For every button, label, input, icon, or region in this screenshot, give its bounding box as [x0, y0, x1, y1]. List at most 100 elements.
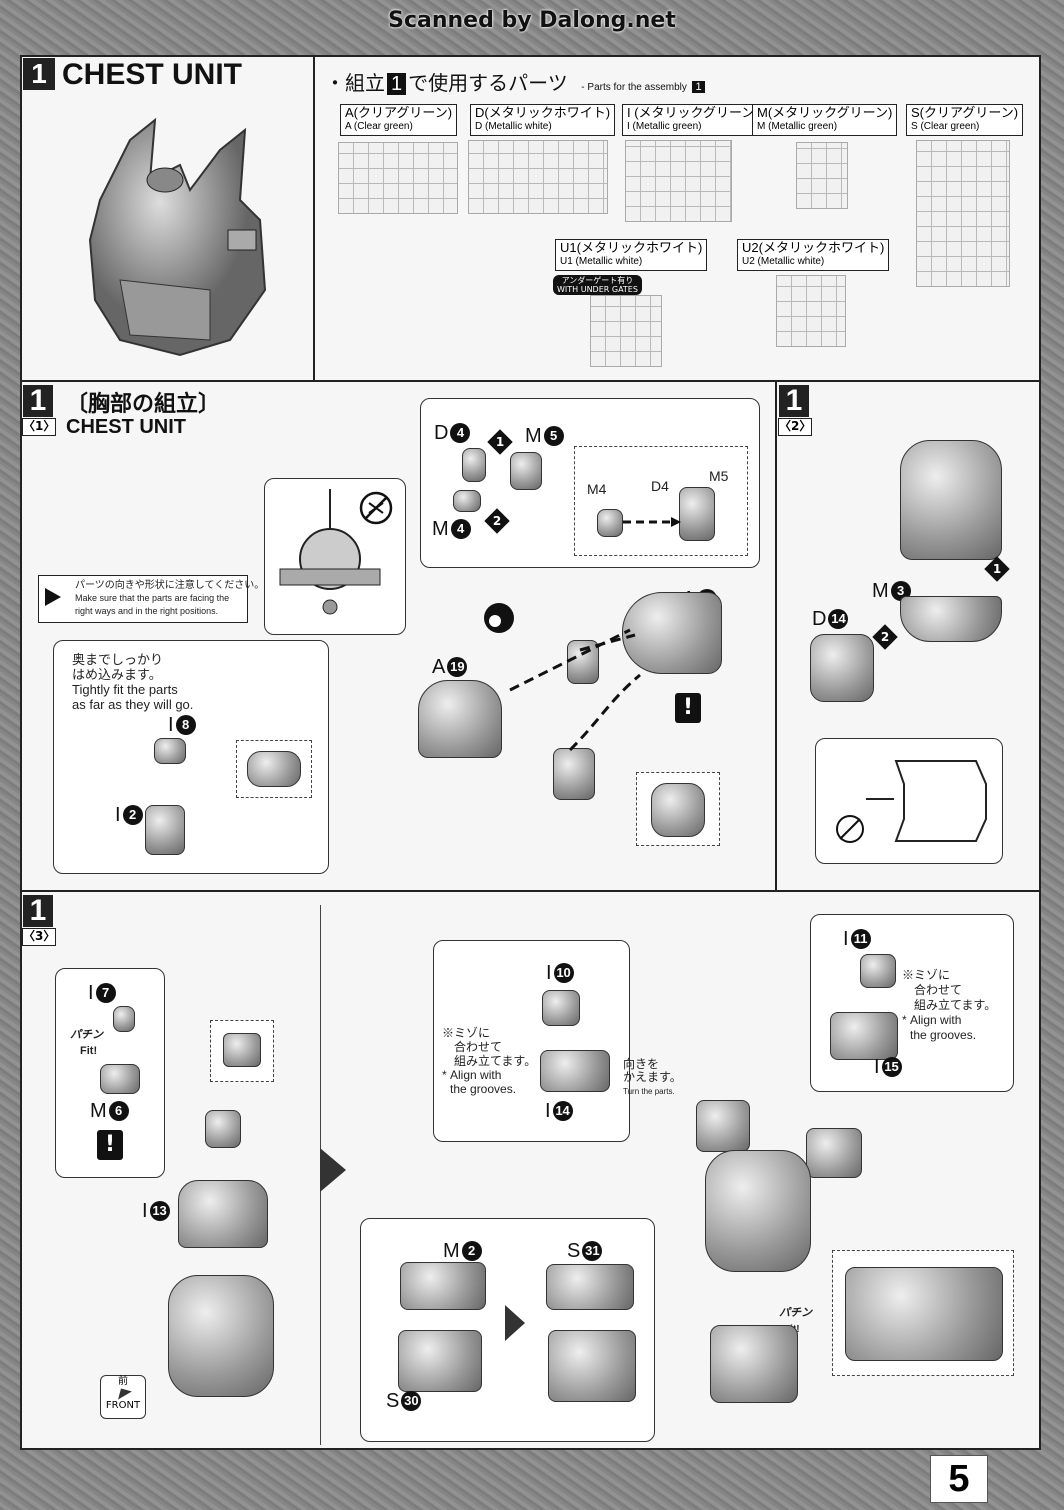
- substep-number: 〈2〉: [778, 418, 812, 436]
- section-step-number: 1: [23, 58, 55, 90]
- substep-number: 〈3〉: [22, 928, 56, 946]
- pachin-label: パチン: [70, 1029, 103, 1041]
- parts-heading-jp: ・組立: [325, 73, 385, 95]
- scan-credit: Scanned by Dalong.net: [388, 8, 676, 33]
- clear-part-icon: [484, 603, 514, 633]
- turn-en: Turn the parts.: [623, 1087, 675, 1096]
- fit-label: Fit!: [80, 1045, 98, 1057]
- turn-jp2: かえます。: [623, 1070, 682, 1084]
- step-marker-2: 2: [872, 624, 898, 650]
- orientation-note: パーツの向きや形状に注意してください。 Make sure that the p…: [38, 575, 264, 623]
- part-m2-base: [548, 1330, 636, 1402]
- step-number: 1: [23, 385, 53, 417]
- parts-heading-en-step: 1: [692, 81, 705, 93]
- part-s30: [398, 1330, 482, 1392]
- step-number: 1: [779, 385, 809, 417]
- step-marker-1: 1: [487, 429, 513, 455]
- step-marker-1: 1: [984, 556, 1010, 582]
- runner-m-diagram: [796, 142, 848, 209]
- part-i10-i14-assembled: [696, 1100, 750, 1152]
- part-i15: [830, 1012, 898, 1060]
- fit-en1: Tightly fit the parts: [72, 682, 178, 697]
- section-title: CHEST UNIT: [62, 58, 242, 91]
- note-jp: パーツの向きや形状に注意してください。: [75, 580, 265, 591]
- page-number: 5: [930, 1455, 988, 1503]
- detail-inset: [236, 740, 312, 798]
- front-indicator: 前 FRONT: [100, 1375, 146, 1419]
- no-cut-icon: [359, 491, 393, 525]
- divider: [775, 382, 777, 892]
- part-m4: [453, 490, 481, 512]
- parts-heading-jp2: で使用するパーツ: [408, 73, 568, 95]
- runner-label-u1: U1(メタリックホワイト)U1 (Metallic white): [555, 239, 708, 271]
- turn-jp1: 向きを: [623, 1057, 660, 1071]
- runner-u1-diagram: [590, 295, 662, 367]
- clip-inset: [210, 1020, 274, 1082]
- pilot-inset: M4 D4 M5: [574, 446, 748, 556]
- part-chest-base: [168, 1275, 274, 1397]
- part-m2-s31-assembled: [710, 1325, 798, 1403]
- step-title-en: CHEST UNIT: [66, 416, 186, 438]
- parts-heading-step: 1: [387, 73, 407, 95]
- runner-label-d: D(メタリックホワイト)D (Metallic white): [470, 104, 616, 136]
- runner-d-diagram: [468, 140, 608, 214]
- runner-i-diagram: [625, 140, 732, 222]
- runner-label-u2: U2(メタリックホワイト)U2 (Metallic white): [737, 239, 890, 271]
- part-i-sub-assembly: [553, 748, 595, 800]
- step-marker-2: 2: [484, 508, 510, 534]
- part-i14: [540, 1050, 610, 1092]
- part-i7-m6-assembled: [205, 1110, 241, 1148]
- runner-label-i: I (メタリックグリーン)I (Metallic green): [622, 104, 764, 136]
- cockpit-callout: [264, 478, 406, 635]
- groove-jp2: 合わせて: [454, 1040, 503, 1054]
- parts-heading-en: - Parts for the assembly: [581, 82, 687, 93]
- groove-jp3: 組み立てます。: [454, 1054, 537, 1068]
- part-d4-pilot: [462, 448, 486, 482]
- gate-callout: [815, 738, 1003, 864]
- top-view-inset: [832, 1250, 1014, 1376]
- flow-arrow-icon: [320, 1148, 346, 1192]
- part-i13: [178, 1180, 268, 1248]
- part-a19: [418, 680, 502, 758]
- groove-en1: * Align with: [442, 1068, 502, 1082]
- substep-number: 〈1〉: [22, 418, 56, 436]
- part-i8: [154, 738, 186, 764]
- divider: [313, 57, 315, 382]
- part-i7: [113, 1006, 135, 1032]
- rear-view-inset: [636, 772, 720, 846]
- step-number: 1: [23, 895, 53, 927]
- fit-en2: as far as they will go.: [72, 697, 194, 712]
- part-m5-seat: [510, 452, 542, 490]
- divider: [20, 380, 1041, 382]
- note-en1: Make sure that the parts are facing the: [75, 593, 230, 603]
- groove-en2: the grooves.: [450, 1082, 517, 1096]
- i11-callout: [810, 914, 1014, 1092]
- front-arrow-icon: [114, 1384, 132, 1400]
- caution-icon: !: [675, 693, 701, 723]
- chest-unit-illustration: [88, 117, 267, 357]
- part-i11: [860, 954, 896, 988]
- runner-a-diagram: [338, 142, 458, 214]
- divider: [20, 890, 1041, 892]
- fit-jp2: はめ込みます。: [72, 667, 162, 682]
- part-i11-i15-assembled: [806, 1128, 862, 1178]
- runner-label-a: A(クリアグリーン)A (Clear green): [340, 104, 458, 136]
- flow-arrow-icon: [505, 1305, 525, 1341]
- part-chest-body: [900, 440, 1002, 560]
